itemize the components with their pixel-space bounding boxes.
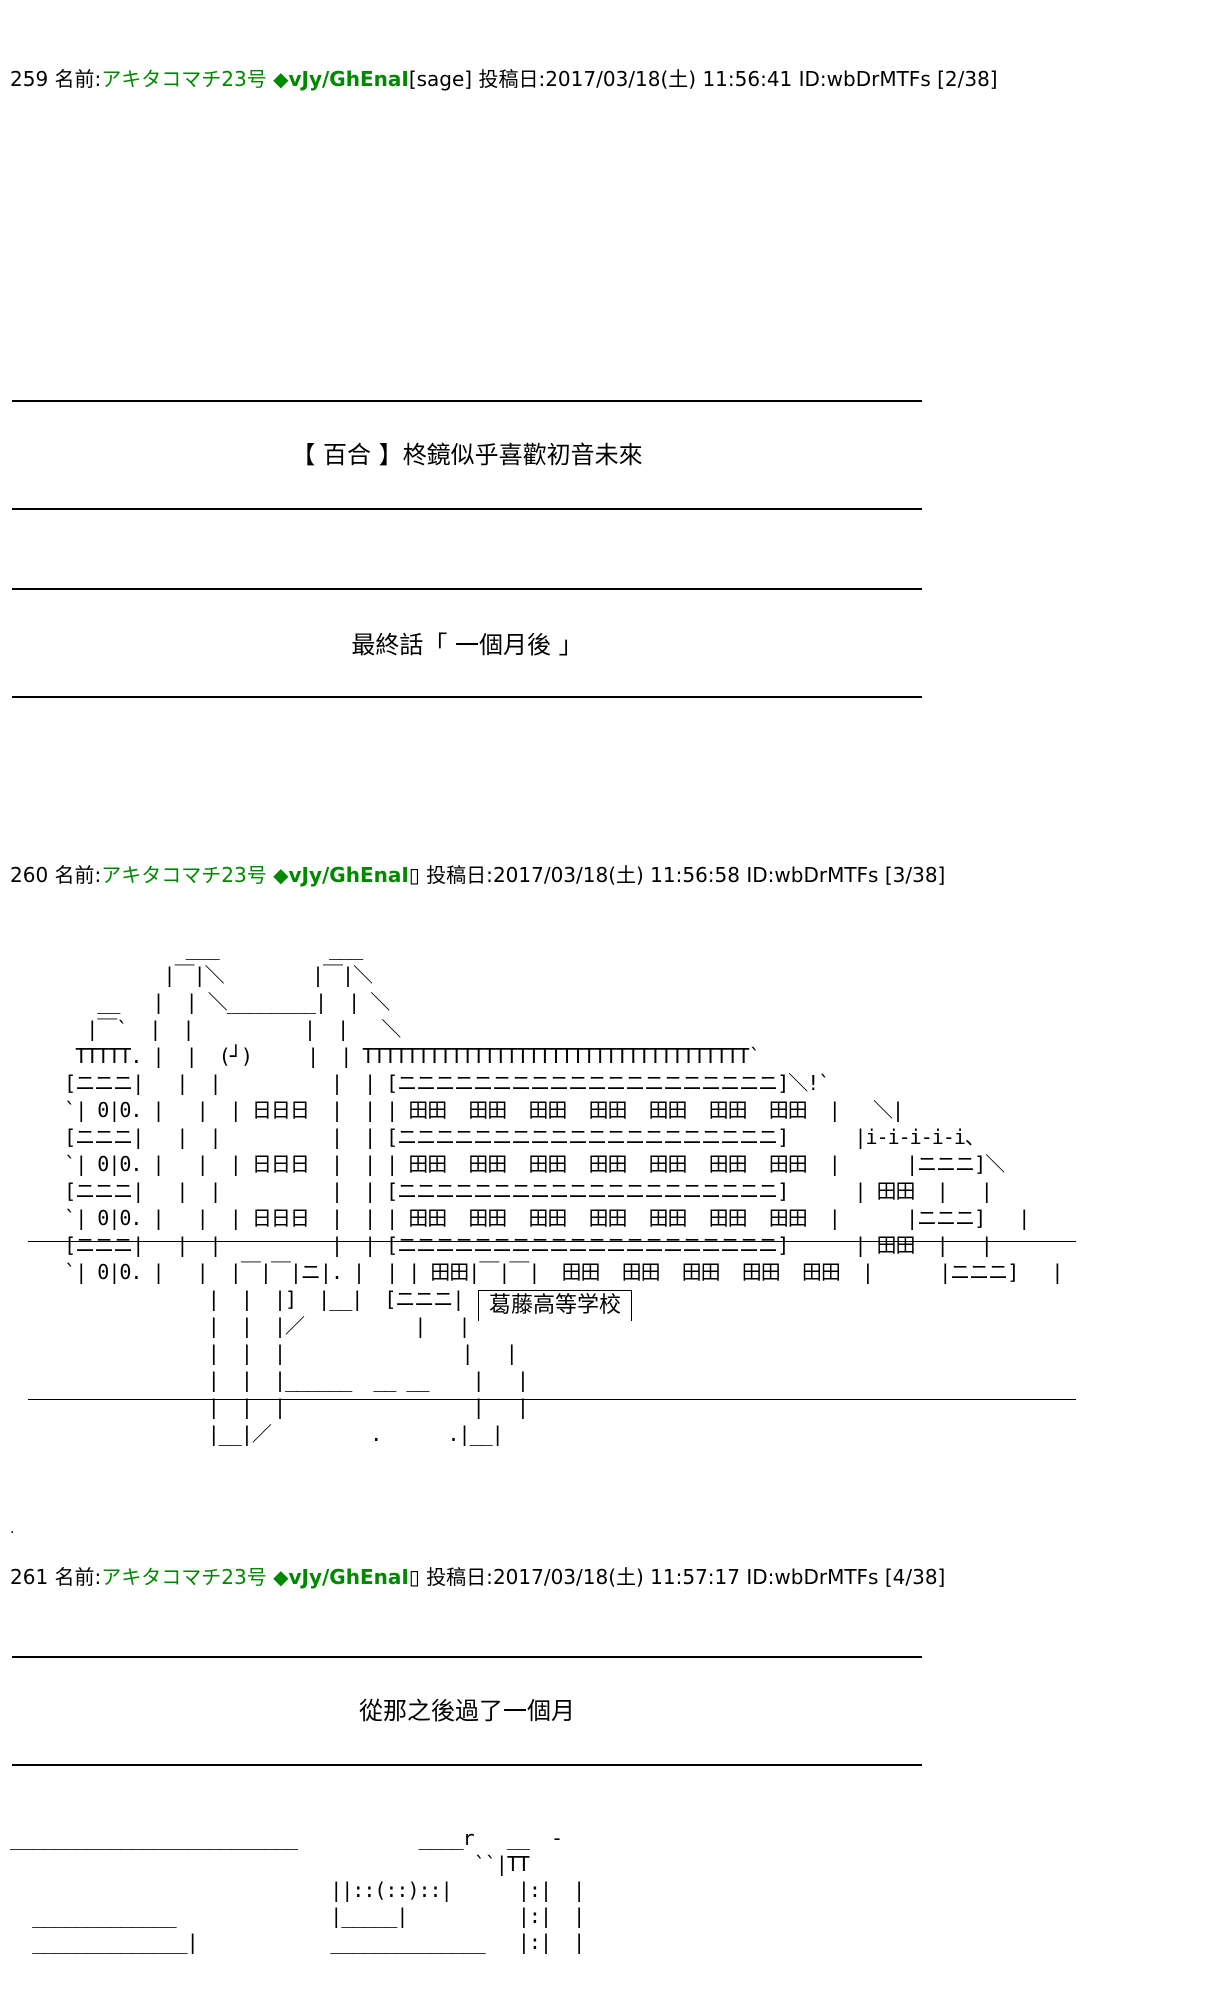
ground-line — [28, 1399, 1076, 1400]
post-mail: [sage] — [408, 67, 473, 91]
chapter-title: 最終話「 一個月後 」 — [351, 631, 583, 659]
name-label: 名前: — [54, 1565, 102, 1589]
post-date: 2017/03/18(土) 11:57:17 — [492, 1565, 740, 1589]
poster-name: アキタコマチ23号 — [101, 863, 267, 887]
post-id: ID:wbDrMTFs — [746, 863, 879, 887]
post-number: 261 — [10, 1565, 49, 1589]
date-label: 投稿日: — [426, 1565, 493, 1589]
post-number: 259 — [10, 67, 49, 91]
stray-dot: . — [10, 1521, 15, 1537]
post-header-261: 261 名前:アキタコマチ23号 ◆vJy/GhEnaI▯ 投稿日:2017/0… — [10, 1564, 945, 1590]
post-index: [4/38] — [884, 1565, 946, 1589]
divider-line — [12, 508, 922, 510]
divider-line — [12, 1764, 922, 1766]
post-date: 2017/03/18(土) 11:56:41 — [545, 67, 793, 91]
name-label: 名前: — [54, 863, 102, 887]
post-id: ID:wbDrMTFs — [746, 1565, 879, 1589]
school-sign: 葛藤高等学校 — [478, 1290, 633, 1321]
poster-trip: ◆vJy/GhEnaI — [273, 67, 409, 91]
post-number: 260 — [10, 863, 49, 887]
divider-line — [12, 696, 922, 698]
ground-line — [28, 1241, 1076, 1242]
date-label: 投稿日: — [426, 863, 493, 887]
divider-line — [12, 400, 922, 402]
room-ascii-art: __________________________ ____r __ - ``… — [10, 1826, 585, 1954]
post-index: [3/38] — [884, 863, 946, 887]
post-mail: ▯ — [408, 1565, 420, 1589]
divider-line — [12, 1656, 922, 1658]
post-header-260: 260 名前:アキタコマチ23号 ◆vJy/GhEnaI▯ 投稿日:2017/0… — [10, 862, 945, 888]
story-title: 【 百合 】柊鏡似乎喜歡初音未來 — [291, 441, 643, 469]
post-date: 2017/03/18(土) 11:56:58 — [492, 863, 740, 887]
post-mail: ▯ — [408, 863, 420, 887]
poster-name: アキタコマチ23号 — [101, 1565, 267, 1589]
post-id: ID:wbDrMTFs — [798, 67, 931, 91]
date-label: 投稿日: — [478, 67, 546, 91]
post-index: [2/38] — [937, 67, 998, 91]
name-label: 名前: — [54, 67, 102, 91]
divider-line — [12, 588, 922, 590]
school-ascii-art: ___ ___ |￣|＼ |￣|＼ __ | | ＼________| | ＼ … — [64, 936, 1063, 1446]
narration-caption: 從那之後過了一個月 — [359, 1697, 575, 1725]
poster-trip: ◆vJy/GhEnaI — [273, 1565, 409, 1589]
post-header-259: 259 名前:アキタコマチ23号 ◆vJy/GhEnaI[sage] 投稿日:2… — [10, 66, 998, 92]
poster-trip: ◆vJy/GhEnaI — [273, 863, 409, 887]
poster-name: アキタコマチ23号 — [101, 67, 267, 91]
